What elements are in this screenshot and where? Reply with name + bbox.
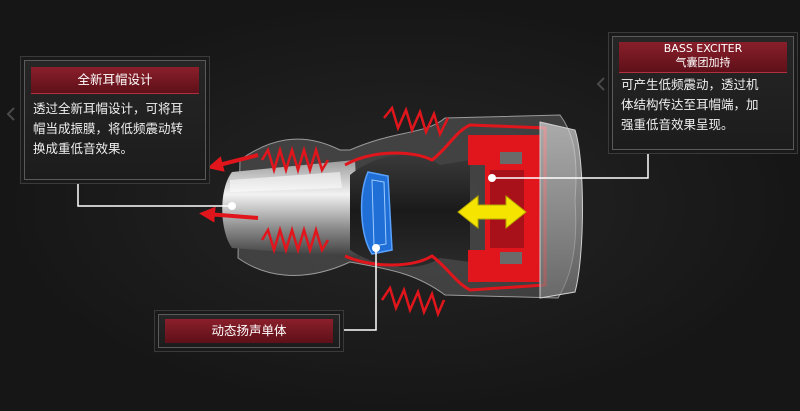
exciter-port-bottom (500, 252, 522, 264)
leader-line-driver (338, 248, 377, 331)
sound-output-arrow (207, 153, 259, 172)
nozzle-highlight (230, 172, 342, 192)
vibration-arrow (457, 194, 527, 230)
leader-dot (488, 174, 496, 182)
callout-description: 透过全新耳帽设计，可将耳 帽当成振膜，将低频震动转 换成重低音效果。 (33, 99, 199, 159)
exciter-port-top (500, 152, 522, 164)
sound-output-arrow (199, 206, 259, 223)
leader-line-ear-cap (77, 178, 232, 207)
leader-dot (372, 244, 380, 252)
dynamic-driver (360, 171, 393, 255)
callout-title-cn: 气囊团加持 (675, 56, 731, 69)
description-line: 可产生低频震动，透过机 (621, 77, 759, 92)
description-line: 体结构传达至耳帽端，加 (621, 97, 759, 112)
callout-bass-exciter: BASS EXCITER 气囊团加持 可产生低频震动，透过机 体结构传达至耳帽端… (612, 36, 794, 150)
callout-title-en: BASS EXCITER (663, 42, 743, 55)
leader-dot (228, 202, 236, 210)
callout-description: 可产生低频震动，透过机 体结构传达至耳帽端，加 强重低音效果呈现。 (621, 75, 787, 135)
driver-diaphragm (371, 179, 387, 247)
panel-deco-left (6, 107, 15, 121)
sound-wave-spring (260, 145, 330, 175)
description-line: 透过全新耳帽设计，可将耳 (33, 101, 184, 116)
description-line: 强重低音效果呈现。 (621, 117, 734, 132)
leader-line-bass-exciter (492, 148, 649, 179)
panel-deco-right (596, 77, 605, 91)
callout-title: 动态扬声单体 (165, 319, 333, 343)
callout-driver: 动态扬声单体 (158, 314, 340, 348)
callout-ear-cap: 全新耳帽设计 透过全新耳帽设计，可将耳 帽当成振膜，将低频震动转 换成重低音效果… (24, 60, 206, 180)
sound-wave-spring (260, 225, 330, 255)
sound-wave-spring (380, 285, 446, 318)
callout-title: BASS EXCITER 气囊团加持 (619, 42, 787, 73)
description-line: 帽当成振膜，将低频震动转 (33, 121, 184, 136)
description-line: 换成重低音效果。 (33, 141, 134, 156)
callout-title: 全新耳帽设计 (31, 67, 199, 94)
sound-wave-spring (383, 105, 450, 138)
rear-cap (539, 121, 583, 299)
